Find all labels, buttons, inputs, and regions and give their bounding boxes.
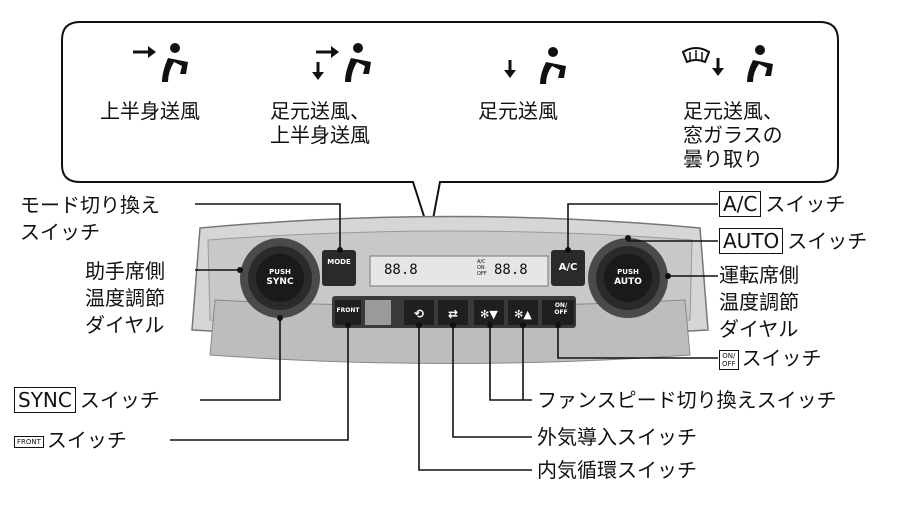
lcd-display [369, 255, 549, 287]
leader-mode [195, 203, 341, 250]
rear-defrost-button[interactable] [365, 300, 391, 325]
leader-fresh-air [452, 325, 532, 438]
auto-box-label: AUTO [719, 228, 784, 254]
sync-dial-push: PUSH [269, 268, 291, 276]
auto-dial-label: AUTO [614, 277, 642, 287]
on-off-button[interactable] [542, 300, 574, 325]
ac-button-label: A/C [558, 262, 578, 273]
lcd-left-temp: 88.8 [384, 262, 418, 278]
recirc-glyph: ⟲ [414, 307, 424, 321]
fan-up-glyph: ✻▲ [514, 308, 532, 321]
ac-button[interactable] [551, 250, 585, 286]
mode-button[interactable] [322, 250, 356, 286]
callout-fresh-air-switch: 外気導入スイッチ [537, 425, 697, 449]
leader-front-defrost [170, 325, 349, 441]
sync-dial-label: SYNC [266, 277, 294, 287]
fresh-air-glyph: ⇄ [448, 307, 458, 321]
fan-up-button[interactable] [508, 300, 538, 325]
mode-button-label: MODE [327, 258, 351, 266]
leader-ac [567, 203, 718, 250]
on-off-button-label: ON/ OFF [554, 302, 568, 316]
callout-fan-speed-switch: ファンスピード切り換えスイッチ [537, 388, 837, 412]
upper-body-airflow-icon [133, 43, 188, 82]
leader-on-off [557, 325, 718, 359]
leader-recirc [418, 325, 532, 471]
floor-and-defrost-airflow-icon [681, 45, 773, 82]
ac-box-label: A/C [719, 191, 762, 217]
passenger-temperature-dial[interactable] [240, 238, 320, 318]
front-defrost-button[interactable] [335, 300, 361, 325]
fan-down-glyph: ✻▼ [480, 308, 498, 321]
callout-driver-dial: 運転席側 温度調節 ダイヤル [719, 263, 799, 341]
leader-lines [170, 203, 718, 471]
fan-on-off-icon: ON/ OFF [719, 349, 739, 370]
floor-and-upper-airflow-icon [312, 43, 371, 82]
callout-mode-switch: モード切り換え スイッチ [20, 193, 160, 244]
fresh-air-button[interactable] [438, 300, 468, 325]
auto-dial-push: PUSH [617, 268, 639, 276]
sync-box-label: SYNC [14, 387, 76, 413]
leader-sync [200, 318, 281, 401]
mode-label-floor-upper: 足元送風、 上半身送風 [270, 99, 370, 147]
airflow-modes-bubble [61, 21, 839, 236]
lcd-right-temp: 88.8 [494, 262, 528, 278]
callout-recirc-switch: 内気循環スイッチ [537, 458, 697, 482]
recirc-button[interactable] [404, 300, 434, 325]
front-button-label: FRONT [336, 307, 360, 314]
front-defrost-icon: FRONT [14, 435, 44, 448]
lcd-ac-indicator: A/C ON OFF [477, 259, 487, 277]
mode-label-floor-defrost: 足元送風、 窓ガラスの 曇り取り [683, 99, 783, 171]
leader-dots [237, 235, 671, 328]
driver-temperature-dial[interactable] [588, 238, 668, 318]
callout-passenger-dial: 助手席側 温度調節 ダイヤル [85, 259, 165, 337]
leader-fan [489, 325, 532, 401]
mode-label-upper-body: 上半身送風 [100, 99, 200, 123]
mode-label-floor: 足元送風 [478, 99, 558, 123]
fan-down-button[interactable] [474, 300, 504, 325]
floor-airflow-icon [504, 47, 566, 84]
